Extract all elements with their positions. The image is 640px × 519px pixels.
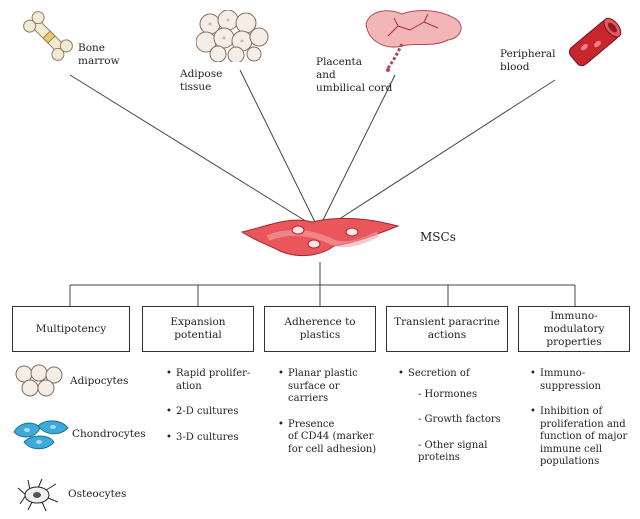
list-subitem-text: - Growth factors	[418, 414, 501, 425]
list-subitem: - Growth factors	[408, 414, 512, 427]
cell-label-adipocytes: Adipocytes	[70, 375, 129, 387]
source-label-bone-marrow: Bone marrow	[78, 42, 120, 67]
list-item: •Immuno- suppression	[530, 368, 601, 392]
list-item: •Presence of CD44 (marker for cell adhes…	[278, 418, 377, 455]
cell-label-osteocytes: Osteocytes	[68, 488, 127, 500]
msc-cells-icon	[240, 218, 400, 256]
list-item: •2-D cultures	[166, 406, 239, 417]
list-subitem: - Other signal proteins	[408, 440, 512, 465]
list-item: •Rapid prolifer- ation	[166, 368, 251, 392]
source-label-adipose: Adipose tissue	[180, 68, 223, 93]
adipocytes-icon	[15, 364, 63, 397]
osteocytes-icon	[17, 478, 59, 512]
list-item-text: Immuno- suppression	[540, 368, 601, 392]
immuno-list: •Immuno- suppression •Inhibition of prol…	[530, 368, 640, 482]
blood-vessel-icon	[568, 17, 622, 67]
list-item-text: Rapid prolifer- ation	[176, 368, 251, 392]
list-item-text: Presence of CD44 (marker for cell adhesi…	[288, 418, 377, 455]
line-placenta	[321, 74, 396, 223]
paracrine-list: •Secretion of - Hormones - Growth factor…	[398, 368, 512, 478]
line-peripheral-blood	[329, 79, 556, 226]
msc-label: MSCs	[420, 230, 456, 244]
list-item-text: Planar plastic surface or carriers	[288, 368, 358, 404]
adipose-cells-icon	[196, 10, 269, 62]
list-item: •3-D cultures	[166, 431, 239, 443]
list-item-text: Inhibition of proliferation and function…	[540, 406, 628, 467]
chondrocytes-icon	[13, 420, 69, 450]
category-adherence-to-plastics: Adherence to plastics	[264, 306, 376, 352]
list-subitem-text: - Hormones	[418, 388, 478, 400]
source-label-peripheral-blood: Peripheral blood	[500, 48, 556, 73]
list-item-text: 2-D cultures	[176, 406, 239, 417]
list-item-text: Secretion of	[408, 368, 470, 379]
list-item-text: 3-D cultures	[176, 431, 239, 443]
category-expansion-potential: Expansion potential	[142, 306, 254, 352]
list-item: •Secretion of	[398, 368, 470, 379]
list-item: •Inhibition of proliferation and functio…	[530, 406, 628, 467]
line-bone-marrow	[69, 74, 313, 226]
bone-icon	[23, 11, 73, 61]
placenta-icon	[365, 10, 462, 72]
cell-label-chondrocytes: Chondrocytes	[72, 428, 146, 440]
expansion-list: •Rapid prolifer- ation •2-D cultures •3-…	[166, 368, 266, 457]
adherence-list: •Planar plastic surface or carriers •Pre…	[278, 368, 388, 469]
line-adipose	[239, 69, 316, 223]
category-immunomodulatory: Immuno- modulatory properties	[518, 306, 630, 352]
list-item: •Planar plastic surface or carriers	[278, 368, 358, 404]
category-multipotency: Multipotency	[12, 306, 130, 352]
list-subitem-text: - Other signal proteins	[418, 439, 488, 464]
list-subitem: - Hormones	[408, 389, 512, 402]
source-label-placenta: Placenta and umbilical cord	[316, 56, 393, 94]
category-transient-paracrine: Transient paracrine actions	[386, 306, 508, 352]
